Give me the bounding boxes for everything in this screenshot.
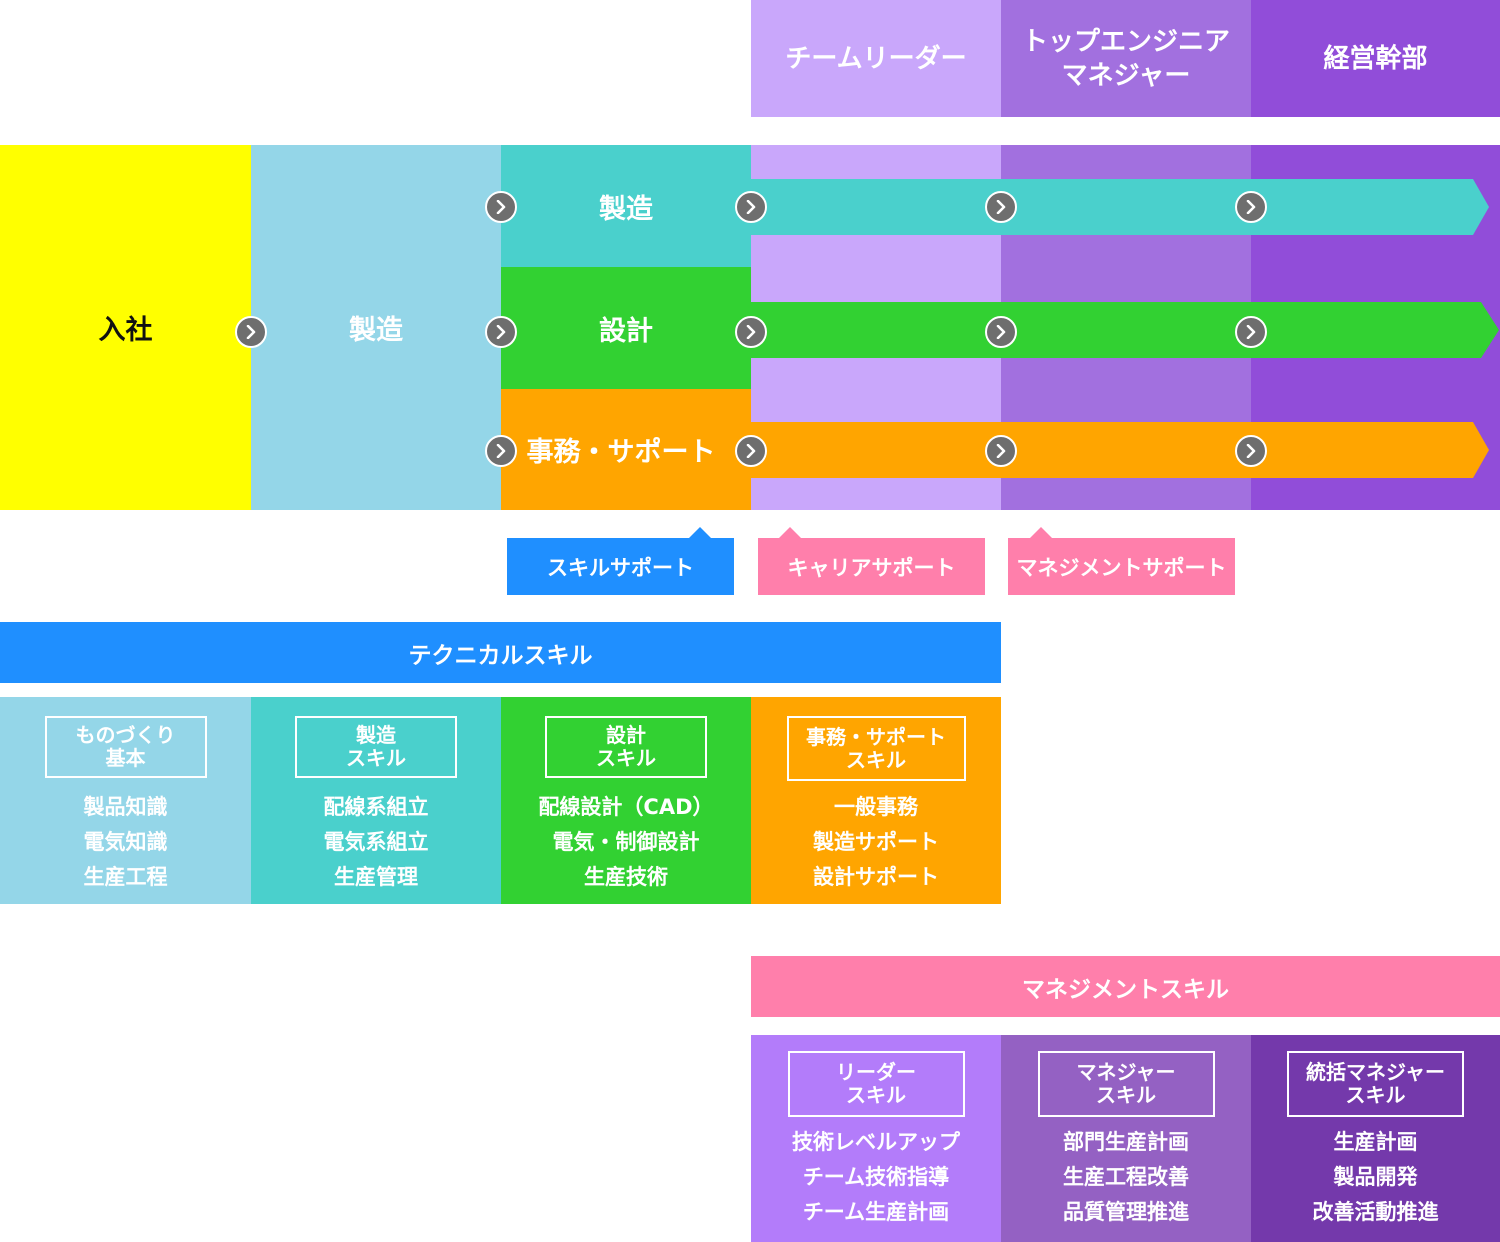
header-team-leader: チームリーダー: [751, 0, 1001, 117]
skill-item: 部門生産計画: [1063, 1130, 1189, 1154]
technical-skill-column-design: 設計 スキル 配線設計（CAD） 電気・制御設計 生産技術: [501, 697, 751, 904]
chevron-right-icon: [985, 435, 1017, 467]
chevron-right-icon: [985, 316, 1017, 348]
management-skill-header: マネジメントスキル: [751, 956, 1500, 1017]
track-arrow-office-support: [751, 422, 1489, 478]
support-tab-management-label: マネジメントサポート: [1016, 555, 1227, 580]
skill-item: 電気系組立: [323, 830, 429, 854]
track-label-design: 設計: [599, 315, 653, 347]
skill-box: リーダー スキル: [787, 1051, 965, 1117]
track-block-manufacturing: 製造: [501, 145, 751, 267]
management-skill-column-leader: リーダー スキル 技術レベルアップ チーム技術指導 チーム生産計画: [751, 1035, 1001, 1242]
stage-join: 入社: [0, 145, 251, 510]
track-block-design: 設計: [501, 267, 751, 389]
management-skill-column-general-manager: 統括マネジャー スキル 生産計画 製品開発 改善活動推進: [1251, 1035, 1500, 1242]
skill-item: チーム技術指導: [802, 1165, 950, 1189]
skill-item: 一般事務: [834, 795, 918, 819]
skill-box: 設計 スキル: [545, 716, 707, 778]
technical-skill-header: テクニカルスキル: [0, 622, 1001, 683]
header-executive: 経営幹部: [1251, 0, 1500, 117]
support-notch-skill: [689, 527, 711, 538]
chevron-right-icon: [735, 435, 767, 467]
chevron-right-icon: [485, 191, 517, 223]
header-top-engineer-label: トップエンジニア マネジャー: [1021, 26, 1230, 91]
skill-item: 電気・制御設計: [552, 830, 700, 854]
chevron-right-icon: [485, 316, 517, 348]
skill-item: 配線設計（CAD）: [538, 795, 714, 819]
chevron-right-icon: [1235, 191, 1267, 223]
track-label-manufacturing: 製造: [599, 193, 653, 225]
skill-list: 一般事務 製造サポート 設計サポート: [813, 790, 939, 895]
support-notch-career: [779, 527, 801, 538]
chevron-right-icon: [985, 191, 1017, 223]
chevron-right-icon: [235, 316, 267, 348]
management-skill-column-manager: マネジャー スキル 部門生産計画 生産工程改善 品質管理推進: [1001, 1035, 1251, 1242]
support-tab-career: キャリアサポート: [758, 538, 985, 595]
support-tab-skill-label: スキルサポート: [547, 555, 694, 580]
skill-item: 技術レベルアップ: [792, 1130, 960, 1154]
skill-box: マネジャー スキル: [1037, 1051, 1215, 1117]
support-tab-career-label: キャリアサポート: [787, 555, 956, 580]
stage-manufacturing: 製造: [251, 145, 501, 510]
skill-item: 配線系組立: [323, 795, 429, 819]
support-tab-management: マネジメントサポート: [1008, 538, 1235, 595]
skill-box: 製造 スキル: [295, 716, 457, 778]
support-notch-management: [1030, 527, 1052, 538]
stage-manufacturing-label: 製造: [349, 315, 403, 346]
skill-item: チーム生産計画: [802, 1200, 950, 1224]
skill-list: 製品知識 電気知識 生産工程: [84, 790, 168, 895]
chevron-right-icon: [485, 435, 517, 467]
skill-item: 製品開発: [1333, 1165, 1418, 1189]
skill-item: 製品知識: [83, 795, 168, 819]
support-tab-skill: スキルサポート: [507, 538, 734, 595]
skill-item: 製造サポート: [813, 830, 939, 854]
track-arrow-manufacturing: [751, 179, 1489, 235]
technical-skill-title: テクニカルスキル: [408, 642, 593, 669]
skill-list: 部門生産計画 生産工程改善 品質管理推進: [1063, 1125, 1189, 1230]
skill-item: 生産管理: [334, 865, 418, 889]
skill-item: 生産工程改善: [1063, 1165, 1189, 1189]
technical-skill-column-basics: ものづくり 基本 製品知識 電気知識 生産工程: [0, 697, 251, 904]
chevron-right-icon: [1235, 316, 1267, 348]
skill-list: 配線設計（CAD） 電気・制御設計 生産技術: [538, 790, 713, 895]
skill-item: 生産技術: [583, 865, 668, 889]
track-arrow-design: [751, 302, 1499, 358]
header-team-leader-label: チームリーダー: [785, 43, 967, 74]
track-block-office-support: 事務・サポート: [501, 389, 751, 510]
skill-box: 統括マネジャー スキル: [1287, 1051, 1464, 1117]
header-executive-label: 経営幹部: [1323, 43, 1428, 74]
header-top-engineer: トップエンジニア マネジャー: [1001, 0, 1251, 117]
chevron-right-icon: [735, 191, 767, 223]
skill-item: 電気知識: [83, 830, 168, 854]
technical-skill-column-manufacturing: 製造 スキル 配線系組立 電気系組立 生産管理: [251, 697, 501, 904]
skill-list: 配線系組立 電気系組立 生産管理: [324, 790, 429, 895]
stage-join-label: 入社: [98, 315, 153, 346]
skill-item: 品質管理推進: [1063, 1200, 1189, 1224]
skill-box: ものづくり 基本: [44, 716, 207, 778]
skill-item: 改善活動推進: [1312, 1200, 1439, 1224]
skill-list: 生産計画 製品開発 改善活動推進: [1313, 1125, 1439, 1230]
chevron-right-icon: [1235, 435, 1267, 467]
skill-item: 生産工程: [83, 865, 168, 889]
skill-item: 生産計画: [1333, 1130, 1418, 1154]
chevron-right-icon: [735, 316, 767, 348]
management-skill-title: マネジメントスキル: [1022, 976, 1229, 1003]
skill-list: 技術レベルアップ チーム技術指導 チーム生産計画: [792, 1125, 960, 1230]
skill-box: 事務・サポート スキル: [786, 716, 966, 781]
track-label-office-support: 事務・サポート: [526, 437, 716, 468]
technical-skill-column-office-support: 事務・サポート スキル 一般事務 製造サポート 設計サポート: [751, 697, 1001, 904]
skill-item: 設計サポート: [813, 865, 939, 889]
